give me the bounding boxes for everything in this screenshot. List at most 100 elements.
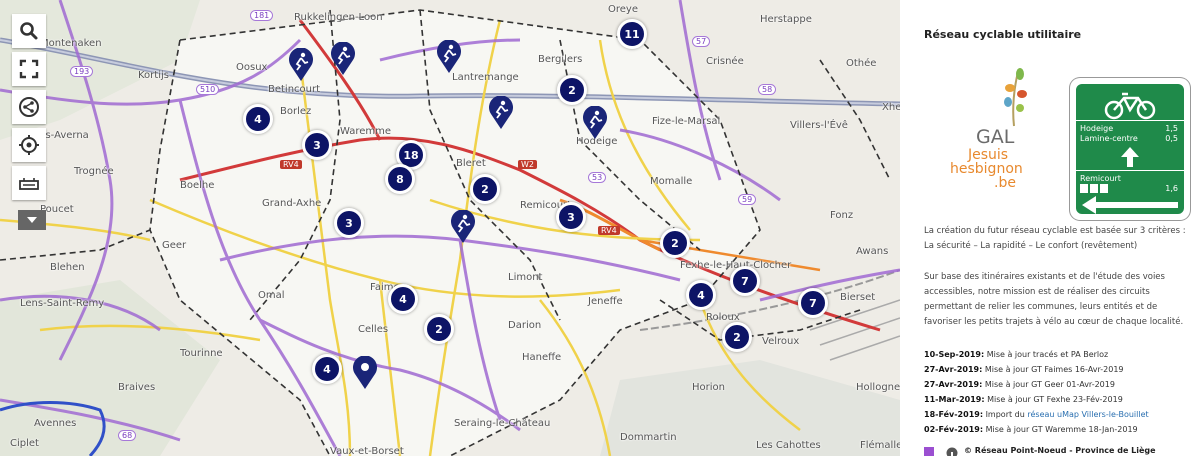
cyclist-marker[interactable]: [288, 47, 314, 82]
cyclist-marker[interactable]: [582, 105, 608, 140]
cluster-marker[interactable]: 7: [798, 288, 828, 318]
update-entry: 11-Mar-2019: Mise à jour GT Fexhe 23-Fév…: [924, 395, 1123, 404]
info-circle-icon: [946, 447, 958, 456]
fullscreen-button[interactable]: [12, 52, 46, 86]
controls-toggle-button[interactable]: [18, 210, 46, 230]
cyclist-icon: [489, 95, 513, 129]
arrow-left-icon: [1082, 196, 1178, 214]
cluster-marker[interactable]: 4: [243, 104, 273, 134]
place-label: Avennes: [34, 418, 77, 429]
place-label: Grand-Axhe: [262, 198, 322, 209]
cyclist-marker[interactable]: [330, 41, 356, 76]
place-label: Darion: [508, 320, 542, 331]
place-label: Fize-le-Marsal: [652, 116, 721, 127]
cyclist-icon: [331, 41, 355, 75]
share-button[interactable]: [12, 90, 46, 124]
legend-swatch: [924, 447, 934, 456]
sign-destination: Remicourt: [1080, 174, 1121, 183]
place-label: Braives: [118, 382, 156, 393]
cyclist-marker[interactable]: [450, 209, 476, 244]
cyclist-marker[interactable]: [488, 95, 514, 130]
map-view[interactable]: Montenaken Kortijs Klas-Averna Trognée P…: [0, 0, 900, 456]
cluster-marker[interactable]: 2: [557, 75, 587, 105]
place-label: Velroux: [762, 336, 800, 347]
cluster-marker[interactable]: 3: [556, 202, 586, 232]
gal-logo-text: .be: [994, 175, 1016, 191]
place-label: Les Cahottes: [756, 440, 821, 451]
update-text: Mise à jour tracés et PA Berloz: [984, 350, 1109, 359]
sign-destination: Lamine-centre: [1080, 134, 1138, 143]
place-label: Othée: [846, 58, 877, 69]
update-text: Mise à jour GT Faimes 16-Avr-2019: [982, 365, 1124, 374]
sign-distance: 1,6: [1165, 184, 1178, 193]
cyclist-icon: [583, 105, 607, 139]
search-icon: [20, 22, 38, 40]
cluster-marker[interactable]: 4: [312, 354, 342, 384]
cluster-marker[interactable]: 8: [385, 164, 415, 194]
legend-label: © Réseau Point-Noeud - Province de Liège: [964, 446, 1156, 455]
cyclist-icon: [451, 209, 475, 243]
place-label: Geer: [162, 240, 187, 251]
update-text: Mise à jour GT Fexhe 23-Fév-2019: [984, 395, 1123, 404]
chevron-down-icon: [27, 217, 37, 223]
locate-button[interactable]: [12, 128, 46, 162]
place-label: Celles: [358, 324, 389, 335]
cyclist-icon: [437, 39, 461, 73]
place-label: Villers-l'Évê: [790, 120, 848, 131]
place-label: Awans: [856, 246, 889, 257]
update-text: Mise à jour GT Geer 01-Avr-2019: [982, 380, 1115, 389]
place-label: Roloux: [706, 312, 740, 323]
place-label: Momalle: [650, 176, 693, 187]
update-entry: 18-Fév-2019: Import du réseau uMap Ville…: [924, 410, 1149, 419]
route-number-badge: 510: [196, 84, 220, 95]
cluster-marker[interactable]: 4: [388, 284, 418, 314]
place-label: Tourinne: [180, 348, 223, 359]
cluster-marker[interactable]: 2: [424, 314, 454, 344]
place-label: Omal: [258, 290, 285, 301]
cluster-marker[interactable]: 3: [334, 208, 364, 238]
umap-link[interactable]: réseau uMap Villers-le-Bouillet: [1027, 410, 1149, 419]
info-panel[interactable]: Réseau cyclable utilitaire: [900, 0, 1202, 456]
route-number-badge: 58: [758, 84, 777, 95]
update-entry: 02-Fév-2019: Mise à jour GT Waremme 18-J…: [924, 425, 1138, 434]
update-date: 02-Fév-2019:: [924, 425, 984, 434]
update-date: 27-Avr-2019:: [924, 365, 983, 374]
cluster-marker[interactable]: 3: [302, 130, 332, 160]
place-label: Bleret: [456, 158, 486, 169]
road-number-badge: RV4: [598, 226, 620, 235]
gal-logo-text: GAL: [976, 126, 1015, 148]
cluster-marker[interactable]: 2: [660, 228, 690, 258]
place-label: Oosux: [236, 62, 268, 73]
cluster-marker[interactable]: 11: [617, 19, 647, 49]
place-label: Rukkelingen-Loon: [294, 12, 383, 23]
cycle-sign: Hodeige 1,5 Lamine-centre 0,5 Remicourt …: [1070, 78, 1190, 220]
place-label: Ciplet: [10, 438, 39, 449]
update-entry: 27-Avr-2019: Mise à jour GT Geer 01-Avr-…: [924, 380, 1115, 389]
place-label: Blehen: [50, 262, 85, 273]
place-label: Kortijs: [138, 70, 169, 81]
place-label: Limont: [508, 272, 543, 283]
update-entry: 27-Avr-2019: Mise à jour GT Faimes 16-Av…: [924, 365, 1124, 374]
road-number-badge: W2: [518, 160, 537, 169]
place-label: Hodeige: [576, 136, 618, 147]
gal-logo: GAL Jesuis hesbignon .be: [946, 68, 1036, 198]
cyclist-marker[interactable]: [352, 355, 378, 390]
cluster-marker[interactable]: 2: [722, 322, 752, 352]
update-date: 10-Sep-2019:: [924, 350, 985, 359]
sign-distance: 0,5: [1165, 134, 1178, 143]
cluster-marker[interactable]: 4: [686, 280, 716, 310]
place-label: Klas-Averna: [30, 130, 89, 141]
place-label: Borlez: [280, 106, 312, 117]
cluster-marker[interactable]: 2: [470, 174, 500, 204]
cyclist-marker[interactable]: [436, 39, 462, 74]
cyclist-icon: [289, 47, 313, 81]
legend-row[interactable]: © Réseau Point-Noeud - Province de Liège: [924, 446, 1194, 456]
cyclist-icon: [353, 355, 377, 389]
place-label: Hollogne-aux: [856, 382, 900, 393]
place-label: Dommartin: [620, 432, 677, 443]
embed-button[interactable]: [12, 166, 46, 200]
place-label: Betincourt: [268, 84, 321, 95]
arrow-up-icon: [1121, 147, 1139, 167]
cluster-marker[interactable]: 7: [730, 266, 760, 296]
search-button[interactable]: [12, 14, 46, 48]
